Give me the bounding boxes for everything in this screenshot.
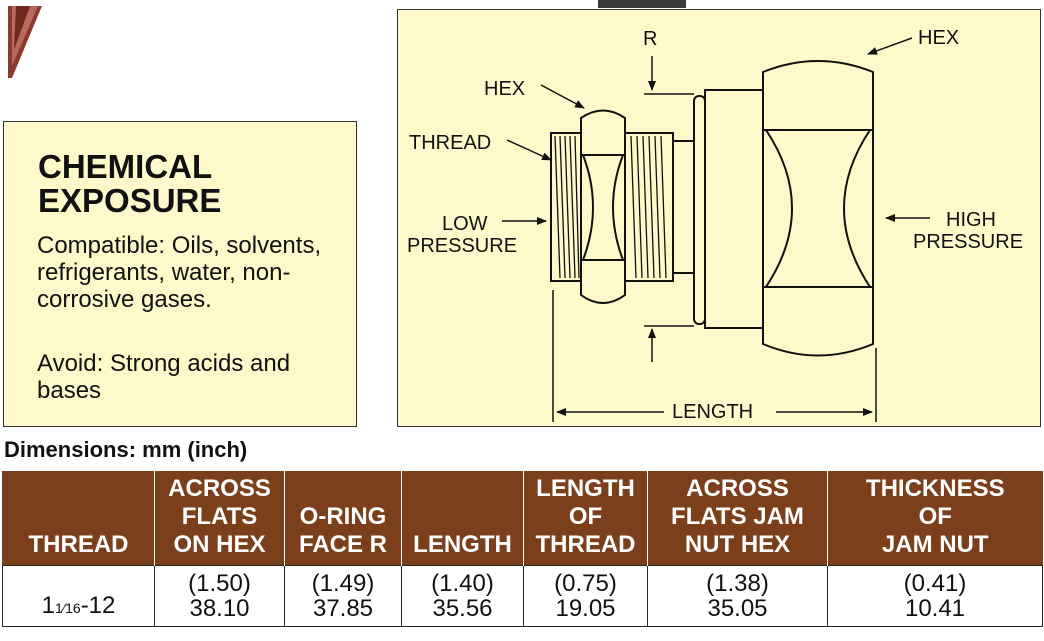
chemical-exposure-title-line1: CHEMICAL bbox=[38, 148, 213, 185]
o-ring bbox=[693, 95, 706, 325]
label-low-pressure: PRESSURE bbox=[407, 235, 518, 257]
fitting-drawing bbox=[502, 37, 930, 422]
top-edge-fragment bbox=[598, 0, 686, 8]
cell-thread: 11⁄16-12 bbox=[2, 565, 155, 627]
neck bbox=[672, 140, 695, 274]
header-length: LENGTH bbox=[401, 471, 524, 566]
cell-across-flats-jam: (1.38)35.05 bbox=[647, 565, 828, 627]
avoid-text: Avoid: Strong acids and bases bbox=[37, 350, 291, 404]
chemical-exposure-title-line2: EXPOSURE bbox=[38, 182, 222, 219]
fitting-diagram: R HEX HEX THREAD LOW PRESSURE HIGH PRESS… bbox=[397, 9, 1041, 427]
chemical-exposure-title: CHEMICAL EXPOSURE bbox=[38, 150, 338, 218]
cell-across-flats-hex: (1.50)38.10 bbox=[154, 565, 285, 627]
label-thread: THREAD bbox=[409, 132, 492, 154]
label-r: R bbox=[643, 28, 658, 50]
flange bbox=[704, 89, 764, 329]
compatible-text: Compatible: Oils, solvents, refrigerants… bbox=[37, 232, 322, 313]
corner-decoration bbox=[8, 6, 42, 78]
dimensions-label: Dimensions: mm (inch) bbox=[4, 437, 248, 462]
large-hex bbox=[762, 60, 874, 357]
label-high-pressure: PRESSURE bbox=[913, 231, 1024, 253]
cell-oring-face: (1.49)37.85 bbox=[284, 565, 402, 627]
cell-length: (1.40)35.56 bbox=[401, 565, 524, 627]
label-hex-small: HEX bbox=[484, 78, 526, 100]
chemical-exposure-panel: CHEMICAL EXPOSURE Compatible: Oils, solv… bbox=[3, 121, 357, 427]
label-length: LENGTH bbox=[672, 401, 754, 423]
cell-length-of-thread: (0.75)19.05 bbox=[523, 565, 648, 627]
label-hex-large: HEX bbox=[918, 27, 960, 49]
cell-jam-thickness: (0.41)10.41 bbox=[827, 565, 1043, 627]
label-high: HIGH bbox=[946, 209, 996, 231]
label-low: LOW bbox=[442, 213, 488, 235]
header-thread: THREAD bbox=[2, 471, 155, 566]
small-hex bbox=[580, 109, 626, 304]
table-row: 11⁄16-12 (1.50)38.10 (1.49)37.85 (1.40)3… bbox=[2, 565, 1043, 627]
